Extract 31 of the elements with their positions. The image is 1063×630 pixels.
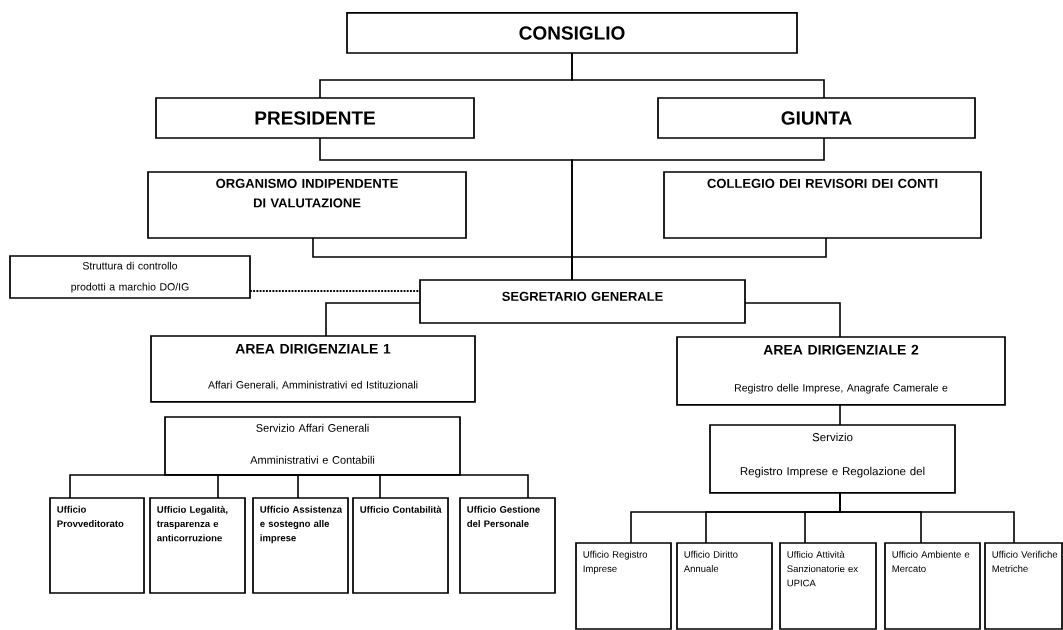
org-box: Struttura di controllo prodotti a marchio DO/IG bbox=[9, 255, 251, 299]
org-box: SEGRETARIO GENERALE bbox=[419, 279, 746, 324]
connector-line bbox=[311, 474, 529, 499]
office-box: Ufficio Gestione del Personale bbox=[459, 497, 556, 594]
org-box: AREA DIRIGENZIALE 1 Affari Generali, Amministrativi ed Istituzionali bbox=[150, 335, 476, 403]
office-box: Ufficio Provveditorato bbox=[49, 497, 145, 594]
org-box: CONSIGLIO bbox=[346, 12, 798, 54]
connector-line bbox=[571, 237, 827, 281]
office-box: Ufficio Diritto Annuale bbox=[676, 542, 773, 630]
connector-line bbox=[325, 302, 421, 337]
connector-line bbox=[217, 474, 313, 499]
org-box: Servizio Registro Imprese e Regolazione del bbox=[709, 424, 956, 494]
connector-line bbox=[297, 474, 299, 499]
connector-line bbox=[839, 492, 1015, 544]
office-box: Ufficio Attività Sanzionatorie ex UPICA bbox=[779, 542, 877, 630]
office-box: Ufficio Registro Imprese bbox=[575, 542, 672, 630]
office-box: Ufficio Legalità, trasparenza e anticorruzione bbox=[149, 497, 246, 594]
connector-line bbox=[571, 52, 825, 99]
connector-line bbox=[839, 404, 841, 426]
org-box: AREA DIRIGENZIALE 2 Registro delle Imprese, Anagrafe Camerale e bbox=[676, 336, 1006, 406]
org-box: GIUNTA bbox=[657, 97, 976, 139]
org-box: COLLEGIO DEI REVISORI DEI CONTI bbox=[663, 171, 982, 239]
office-box: Ufficio Verifiche Metriche bbox=[984, 542, 1063, 630]
org-box: Servizio Affari Generali Amministrativi e Contabili bbox=[164, 416, 461, 476]
office-box: Ufficio Assistenza e sostegno alle imprese bbox=[252, 497, 349, 594]
connector-line bbox=[744, 302, 841, 338]
org-box: ORGANISMO INDIPENDENTE DI VALUTAZIONE bbox=[147, 171, 467, 239]
dotted-connector bbox=[249, 290, 421, 292]
org-box: PRESIDENTE bbox=[155, 97, 475, 139]
office-box: Ufficio Contabilità bbox=[352, 497, 449, 594]
office-box: Ufficio Ambiente e Mercato bbox=[884, 542, 981, 630]
